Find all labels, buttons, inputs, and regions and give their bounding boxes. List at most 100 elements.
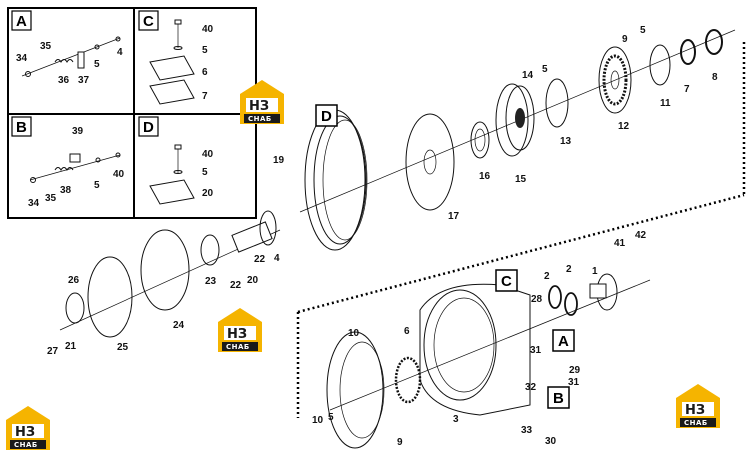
part-18-seal bbox=[470, 121, 490, 159]
svg-text:14: 14 bbox=[522, 70, 534, 81]
inset-a: A 34 35 36 37 5 4 bbox=[11, 10, 123, 86]
callout-a: A bbox=[558, 333, 569, 350]
lower-axis bbox=[329, 279, 651, 411]
svg-text:1: 1 bbox=[592, 266, 598, 277]
svg-text:31: 31 bbox=[568, 377, 580, 388]
inset-d-letter: D bbox=[143, 119, 154, 136]
logo-bottom-left: НЗ СНАБ bbox=[6, 406, 50, 450]
label-34b: 34 bbox=[28, 198, 40, 209]
svg-text:31: 31 bbox=[530, 345, 542, 356]
callout-d: D bbox=[321, 108, 332, 125]
callout-c: C bbox=[501, 273, 512, 290]
part-14-gear bbox=[598, 46, 632, 114]
label-38b: 38 bbox=[60, 185, 72, 196]
inset-b-letter: B bbox=[16, 119, 27, 136]
svg-text:27: 27 bbox=[47, 346, 59, 357]
svg-text:25: 25 bbox=[117, 342, 129, 353]
callout-a-box bbox=[552, 329, 575, 352]
part-19-plate bbox=[405, 113, 455, 211]
part-2-oring-a bbox=[548, 285, 562, 309]
part-3-housing bbox=[419, 283, 531, 416]
logo-middle-text: СНАБ bbox=[226, 343, 250, 351]
part-9-ring-b bbox=[705, 29, 723, 55]
logo-bottom-left-mark: НЗ bbox=[15, 425, 35, 440]
part-11-cover bbox=[326, 331, 385, 449]
part-9-ring-a bbox=[680, 39, 696, 65]
label-40d: 40 bbox=[202, 149, 214, 160]
part-15-flange bbox=[545, 78, 569, 128]
part-25-ring bbox=[200, 234, 220, 266]
svg-text:24: 24 bbox=[173, 320, 185, 331]
callout-b-box bbox=[547, 386, 570, 409]
label-40c: 40 bbox=[202, 24, 214, 35]
part-labels: 1 2 2 3 4 5 5 5 6 7 8 9 9 10 10 11 12 13… bbox=[47, 25, 718, 448]
part-8-gear bbox=[394, 356, 422, 404]
dashed-boundary bbox=[296, 42, 746, 418]
svg-text:9: 9 bbox=[397, 437, 403, 448]
svg-text:22: 22 bbox=[254, 254, 266, 265]
svg-text:10: 10 bbox=[312, 415, 324, 426]
logo-middle-mark: НЗ bbox=[227, 327, 247, 342]
logo-bottom-left-text: СНАБ bbox=[14, 441, 38, 449]
logo-middle: НЗ СНАБ bbox=[218, 308, 262, 352]
part-17-converter bbox=[495, 83, 535, 157]
label-39b: 39 bbox=[72, 126, 84, 137]
part-21-ring bbox=[304, 109, 368, 251]
svg-text:15: 15 bbox=[515, 174, 527, 185]
svg-text:6: 6 bbox=[404, 326, 410, 337]
callout-d-box bbox=[315, 104, 338, 127]
callout-c-box bbox=[495, 269, 518, 292]
part-28-ring bbox=[65, 292, 85, 324]
svg-text:10: 10 bbox=[348, 328, 360, 339]
svg-text:5: 5 bbox=[640, 25, 646, 36]
svg-text:42: 42 bbox=[635, 230, 647, 241]
svg-text:21: 21 bbox=[65, 341, 77, 352]
label-37a: 37 bbox=[78, 75, 90, 86]
svg-text:5: 5 bbox=[542, 64, 548, 75]
part-27-plate bbox=[87, 256, 133, 338]
label-34a: 34 bbox=[16, 53, 28, 64]
inset-b: B 39 34 35 38 5 40 bbox=[11, 116, 125, 209]
part-24-shaft bbox=[231, 210, 277, 253]
svg-text:33: 33 bbox=[521, 425, 533, 436]
svg-text:12: 12 bbox=[618, 121, 630, 132]
svg-text:29: 29 bbox=[569, 365, 581, 376]
label-20d: 20 bbox=[202, 188, 214, 199]
svg-text:30: 30 bbox=[545, 436, 557, 447]
part-1-flange bbox=[589, 273, 618, 311]
logo-top: НЗ СНАБ bbox=[240, 80, 284, 124]
label-4a: 4 bbox=[117, 47, 123, 58]
svg-text:19: 19 bbox=[273, 155, 285, 166]
svg-text:7: 7 bbox=[684, 84, 690, 95]
svg-text:16: 16 bbox=[479, 171, 491, 182]
svg-text:26: 26 bbox=[68, 275, 80, 286]
svg-text:22: 22 bbox=[230, 280, 242, 291]
label-35a: 35 bbox=[40, 41, 52, 52]
inset-d: D 40 5 20 bbox=[138, 116, 214, 205]
svg-text:8: 8 bbox=[712, 72, 718, 83]
svg-text:9: 9 bbox=[622, 34, 628, 45]
label-35b: 35 bbox=[45, 193, 57, 204]
logo-bottom-right-mark: НЗ bbox=[685, 403, 705, 418]
inset-a-letter: A bbox=[16, 13, 27, 30]
label-36a: 36 bbox=[58, 75, 70, 86]
part-13-flange bbox=[649, 44, 671, 86]
part-26-plate bbox=[140, 229, 190, 311]
part-2-oring-b bbox=[564, 292, 578, 316]
inset-panel bbox=[7, 7, 257, 219]
inset-c-letter: C bbox=[143, 13, 154, 30]
label-5a: 5 bbox=[94, 59, 100, 70]
label-40b: 40 bbox=[113, 169, 125, 180]
label-5d: 5 bbox=[202, 167, 208, 178]
label-5c: 5 bbox=[202, 45, 208, 56]
svg-text:3: 3 bbox=[453, 414, 459, 425]
svg-text:23: 23 bbox=[205, 276, 217, 287]
label-7c: 7 bbox=[202, 91, 208, 102]
svg-text:17: 17 bbox=[448, 211, 460, 222]
svg-text:11: 11 bbox=[660, 98, 671, 109]
label-5b: 5 bbox=[94, 180, 100, 191]
callout-b: B bbox=[553, 390, 564, 407]
logo-bottom-right: НЗ СНАБ bbox=[676, 384, 720, 428]
